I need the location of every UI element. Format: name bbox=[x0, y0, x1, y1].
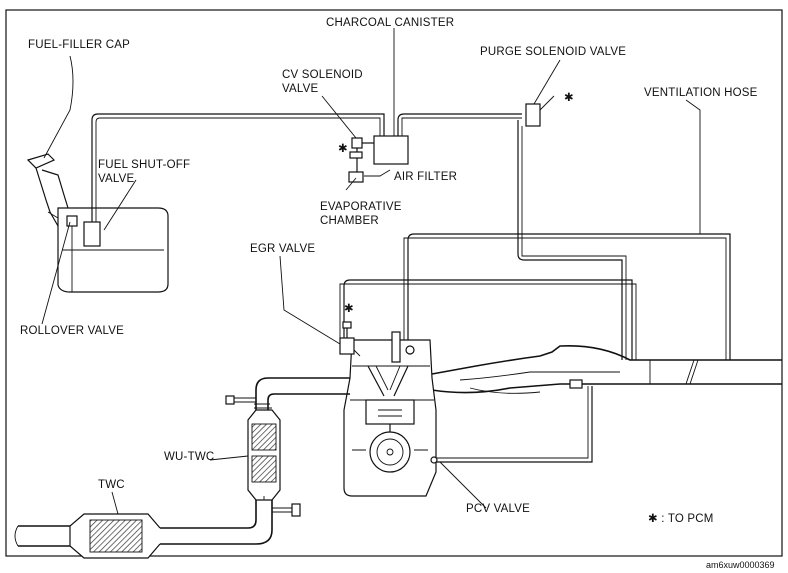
label-rollover-valve: ROLLOVER VALVE bbox=[20, 325, 124, 337]
label-cv-solenoid-line2: VALVE bbox=[282, 83, 318, 95]
label-fuel-shutoff-line2: VALVE bbox=[98, 173, 134, 185]
figure-code: am6xuw0000369 bbox=[706, 560, 775, 570]
evaporative-chamber bbox=[348, 171, 364, 183]
front-o2-sensor bbox=[225, 395, 235, 405]
label-to-pcm: ✱ : TO PCM bbox=[648, 513, 714, 525]
vapor-line bbox=[91, 113, 385, 222]
rollover-valve bbox=[66, 215, 78, 227]
engine bbox=[343, 331, 438, 497]
leader-lines bbox=[41, 28, 701, 515]
label-twc: TWC bbox=[98, 479, 125, 491]
label-evaporative-line2: CHAMBER bbox=[320, 215, 379, 227]
label-fuel-filler-cap: FUEL-FILLER CAP bbox=[28, 39, 130, 51]
egr-valve bbox=[339, 321, 361, 357]
piston bbox=[365, 399, 415, 425]
purge-line bbox=[517, 120, 623, 360]
intake-duct bbox=[431, 344, 782, 394]
label-charcoal-canister: CHARCOAL CANISTER bbox=[326, 17, 454, 29]
asterisk-cv: ✱ bbox=[338, 143, 348, 155]
label-wu-twc: WU-TWC bbox=[164, 451, 214, 463]
label-purge-solenoid-valve: PURGE SOLENOID VALVE bbox=[480, 46, 626, 58]
pcv-hose bbox=[436, 386, 593, 463]
charcoal-canister bbox=[373, 135, 409, 165]
asterisk-purge: ✱ bbox=[564, 92, 574, 104]
fuel-filler-cap bbox=[26, 153, 56, 169]
label-air-filter: AIR FILTER bbox=[394, 171, 457, 183]
twc bbox=[69, 513, 161, 559]
label-ventilation-hose: VENTILATION HOSE bbox=[644, 87, 758, 99]
pcv-valve-body bbox=[430, 456, 438, 464]
label-cv-solenoid-line1: CV SOLENOID bbox=[282, 69, 363, 81]
crankshaft bbox=[369, 431, 411, 473]
diagram-frame bbox=[5, 9, 783, 557]
label-egr-valve: EGR VALVE bbox=[250, 243, 315, 255]
wu-twc bbox=[247, 409, 281, 501]
pcv-hose-fitting bbox=[569, 379, 583, 389]
label-fuel-shutoff-line1: FUEL SHUT-OFF bbox=[98, 159, 190, 171]
label-evaporative-line1: EVAPORATIVE bbox=[320, 201, 402, 213]
air-filter-icon bbox=[349, 151, 363, 159]
fuel-shutoff-valve bbox=[83, 221, 101, 247]
exhaust-system bbox=[225, 377, 350, 410]
label-pcv-valve: PCV VALVE bbox=[466, 503, 530, 515]
asterisk-egr: ✱ bbox=[344, 303, 354, 315]
ventilation-hose bbox=[407, 233, 731, 366]
cv-solenoid-valve bbox=[349, 137, 374, 172]
rear-o2-sensor bbox=[291, 503, 301, 517]
purge-solenoid-valve bbox=[525, 103, 541, 127]
